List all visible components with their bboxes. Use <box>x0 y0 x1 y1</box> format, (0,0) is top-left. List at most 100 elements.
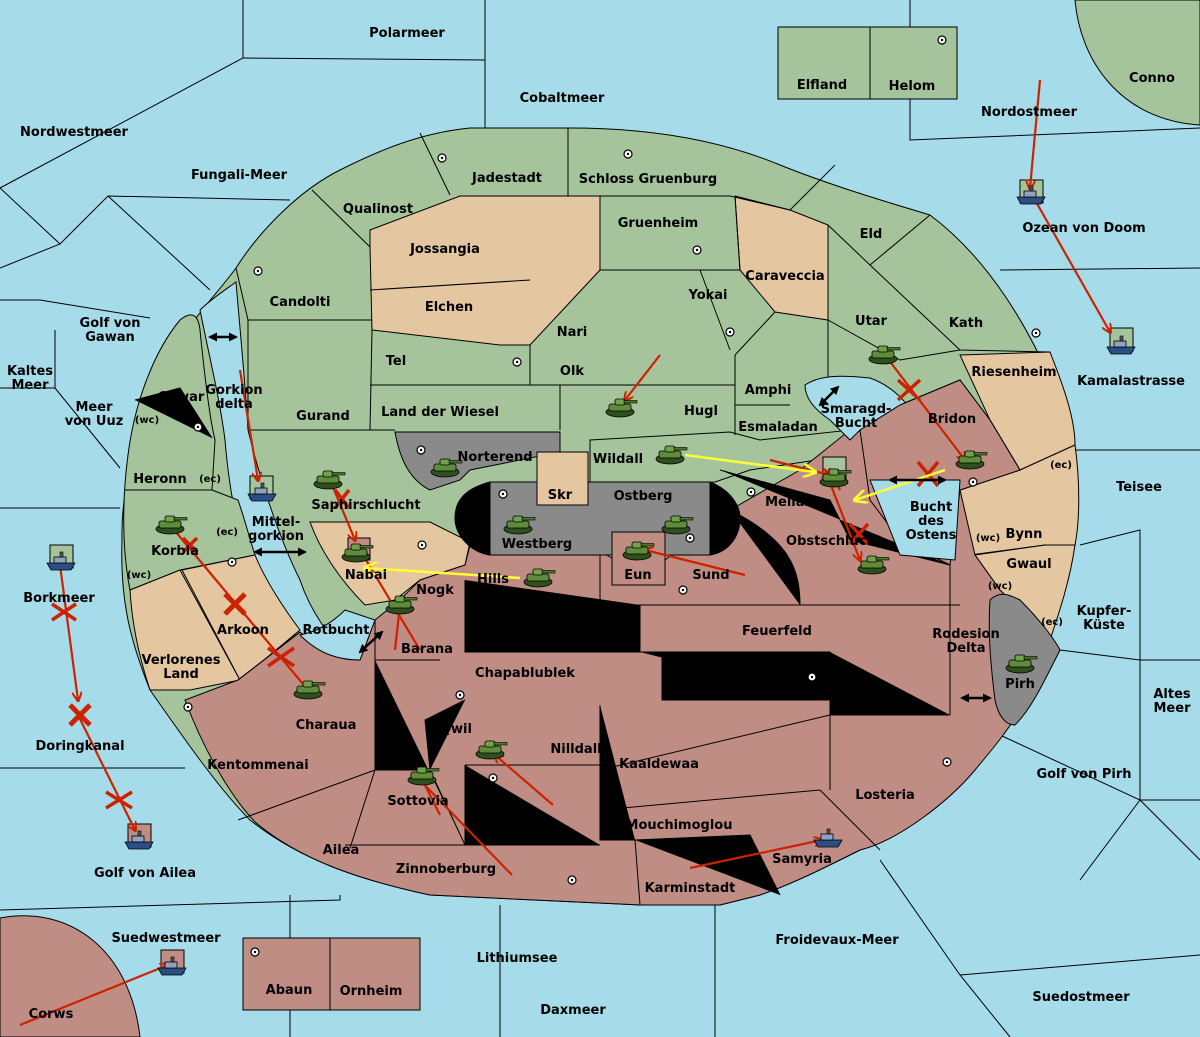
label-skr: Skr <box>548 488 573 503</box>
label-wildall: Wildall <box>593 452 643 467</box>
label-pirh: Pirh <box>1005 677 1035 692</box>
coast-teisee-ec: (ec) <box>1050 460 1072 471</box>
label-golf-von-pirh: Golf von Pirh <box>1036 767 1131 782</box>
label-fungali-meer: Fungali-Meer <box>191 168 288 183</box>
label-hugl: Hugl <box>684 404 718 419</box>
label-hills: Hills <box>477 572 509 587</box>
label-gruenheim: Gruenheim <box>618 216 698 231</box>
label-nordostmeer: Nordostmeer <box>981 105 1078 120</box>
label-olk: Olk <box>560 364 585 379</box>
coast-korbia-wc: (wc) <box>127 570 151 581</box>
label-nilldall: Nilldall <box>550 742 601 757</box>
label-charaua: Charaua <box>296 718 357 733</box>
coast-gwaul-ec: (ec) <box>1041 617 1063 628</box>
yellow-orders <box>365 453 946 580</box>
label-sottovia: Sottovia <box>387 794 448 809</box>
label-eun: Eun <box>624 568 651 583</box>
label-bynn: Bynn <box>1006 527 1043 542</box>
label-orlon: Orlon <box>868 692 908 707</box>
label-urur: Urur <box>481 620 514 635</box>
label-rotbucht: Rotbucht <box>303 623 370 638</box>
label-suedwestmeer: Suedwestmeer <box>111 931 221 946</box>
label-lithiumsee: Lithiumsee <box>477 951 558 966</box>
label-arkoon: Arkoon <box>217 623 269 638</box>
cut-marks <box>51 378 940 810</box>
label-kupfer-kueste: Kupfer-Küste <box>1077 604 1132 633</box>
label-yokai: Yokai <box>687 288 727 303</box>
coast-heronn-ec: (ec) <box>199 474 221 485</box>
label-froidevaux-meer: Froidevaux-Meer <box>775 933 899 948</box>
label-barana: Barana <box>401 642 453 657</box>
label-nordwestmeer: Nordwestmeer <box>20 125 128 140</box>
label-teisee: Teisee <box>1116 480 1162 495</box>
label-suedostmeer: Suedostmeer <box>1032 990 1130 1005</box>
fail-marks <box>68 592 247 727</box>
label-qwil: Qwil <box>440 722 472 737</box>
label-nogk: Nogk <box>416 583 454 598</box>
coast-korbia-ec: (ec) <box>216 527 238 538</box>
label-gawar: Gawar <box>158 390 205 405</box>
label-westberg: Westberg <box>502 537 572 552</box>
label-riesenheim: Riesenheim <box>971 365 1056 380</box>
label-heronn: Heronn <box>133 472 187 487</box>
label-amphi: Amphi <box>745 383 792 398</box>
label-jadestadt: Jadestadt <box>471 171 542 186</box>
label-smaragd-bucht: Smaragd-Bucht <box>821 402 892 431</box>
coast-bynn-wc: (wc) <box>976 533 1000 544</box>
label-neu-rom: Neu Rom <box>668 672 734 687</box>
label-losteria: Losteria <box>855 788 915 803</box>
pink-territories <box>184 379 1051 906</box>
label-candolti: Candolti <box>270 295 331 310</box>
coast-gawar-wc: (wc) <box>135 415 159 426</box>
label-ornheim: Ornheim <box>340 984 403 999</box>
label-sund: Sund <box>692 568 729 583</box>
label-ostberg: Ostberg <box>614 489 673 504</box>
label-golf-von-ailea: Golf von Ailea <box>94 866 196 881</box>
label-eld: Eld <box>860 227 883 242</box>
label-elchen: Elchen <box>425 300 473 315</box>
label-chapablublek: Chapablublek <box>475 666 575 681</box>
double-arrows <box>208 332 992 703</box>
label-gurand: Gurand <box>296 409 350 424</box>
label-nabai: Nabai <box>345 568 387 583</box>
label-land-der-wiesel: Land der Wiesel <box>381 405 499 420</box>
supply-centers <box>183 35 1041 957</box>
label-ailea: Ailea <box>323 843 360 858</box>
label-rotheim: Rotheim <box>476 816 537 831</box>
label-samyria: Samyria <box>772 852 832 867</box>
label-feuerfeld: Feuerfeld <box>742 624 812 639</box>
label-obstschlucht: Obstschlucht <box>786 534 882 549</box>
coast-labels: (wc) (ec) (ec) (wc) (ec) (wc) (wc) (ec) <box>127 415 1072 628</box>
label-korbia: Korbia <box>151 544 199 559</box>
label-mouchimoglou: Mouchimoglou <box>626 818 733 833</box>
label-bridon: Bridon <box>928 412 976 427</box>
label-cobaltmeer: Cobaltmeer <box>520 91 605 106</box>
label-utar: Utar <box>855 314 888 329</box>
label-gwaul: Gwaul <box>1006 557 1051 572</box>
label-caraveccia: Caraveccia <box>745 269 824 284</box>
label-helom: Helom <box>889 79 936 94</box>
label-esmaladan: Esmaladan <box>738 420 818 435</box>
north-borders <box>235 128 1051 435</box>
label-nari: Nari <box>557 325 588 340</box>
label-saphirschlucht: Saphirschlucht <box>311 498 420 513</box>
label-zinnoberburg: Zinnoberburg <box>396 862 496 877</box>
label-jossangia: Jossangia <box>409 242 480 257</box>
label-borkmeer: Borkmeer <box>23 591 95 606</box>
label-kentommenai: Kentommenai <box>207 758 308 773</box>
province-labels: Polarmeer Cobaltmeer Elfland Helom Conno… <box>20 26 1185 1022</box>
label-schloss-gruenburg: Schloss Gruenburg <box>579 172 717 187</box>
label-ozean-von-doom: Ozean von Doom <box>1022 221 1145 236</box>
label-mittelgorkion: Mittel-gorkion <box>248 515 304 544</box>
coast-gwaul-wc: (wc) <box>988 581 1012 592</box>
label-norterend: Norterend <box>457 450 532 465</box>
